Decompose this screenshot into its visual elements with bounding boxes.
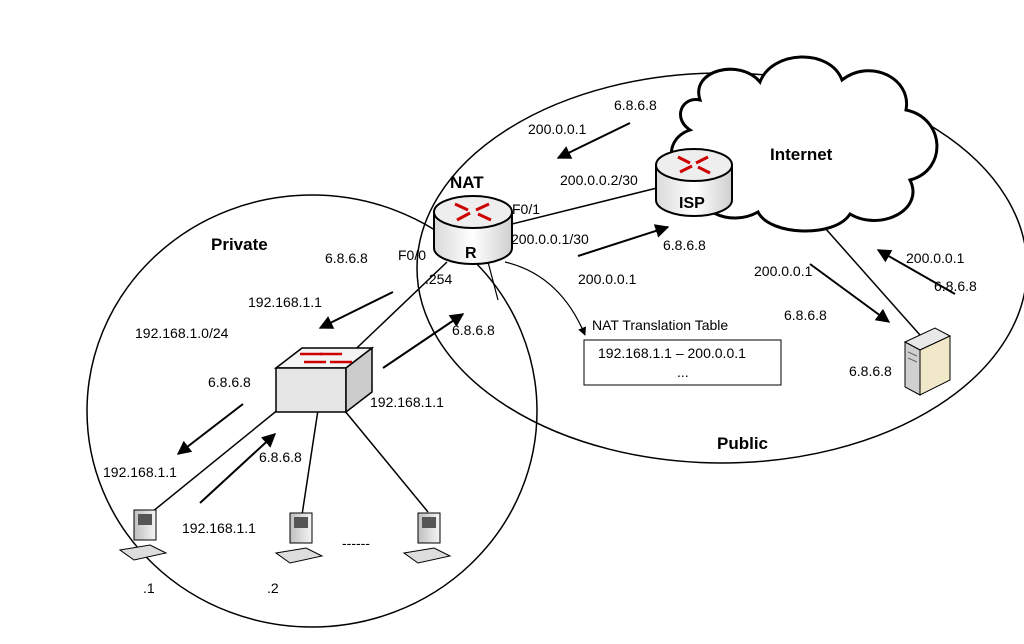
isp-label: ISP	[679, 195, 705, 212]
nat-table-title: NAT Translation Table	[592, 317, 728, 333]
pc-2[interactable]	[274, 512, 324, 564]
arrow-router-to-isp	[577, 224, 670, 257]
flow-label: 6.8.6.8	[663, 237, 706, 253]
router-private-ip: .254	[425, 271, 452, 287]
interface-f0-1: F0/1	[512, 201, 540, 217]
flow-label: 6.8.6.8	[208, 374, 251, 390]
flow-label: 200.0.0.1	[528, 121, 587, 137]
flow-label: 200.0.0.1	[906, 250, 965, 266]
nat-table-row-2: ...	[677, 364, 689, 380]
flow-label: 192.168.1.1	[103, 464, 177, 480]
flow-label: 6.8.6.8	[259, 449, 302, 465]
switch[interactable]	[273, 346, 375, 414]
flow-label: 6.8.6.8	[934, 278, 977, 294]
link-switch-pc3	[339, 404, 429, 513]
private-subnet: 192.168.1.0/24	[135, 325, 229, 341]
flow-label: 200.0.0.1	[754, 263, 813, 279]
flow-label: 192.168.1.1	[248, 294, 322, 310]
private-zone-circle	[86, 194, 538, 628]
private-zone-label: Private	[211, 235, 268, 254]
pc-ellipsis: ------	[342, 535, 370, 551]
router-public-ip: 200.0.0.1/30	[511, 231, 589, 247]
link-switch-pc2	[301, 409, 319, 516]
link-internet-server	[824, 227, 921, 336]
server-ip-label: 6.8.6.8	[849, 363, 892, 379]
flow-label: 200.0.0.1	[578, 271, 637, 287]
public-zone-label: Public	[717, 434, 768, 453]
nat-table-pointer	[504, 261, 586, 336]
server[interactable]	[903, 327, 952, 396]
arrow-switch-to-router	[382, 313, 465, 369]
flow-label: 6.8.6.8	[614, 97, 657, 113]
arrow-isp-to-router	[556, 122, 631, 159]
pc-1[interactable]	[118, 509, 168, 561]
pc-3[interactable]	[402, 512, 452, 564]
internet-label: Internet	[770, 145, 833, 164]
pc1-host-id: .1	[143, 580, 155, 596]
arrow-isp-to-server	[809, 263, 891, 323]
switch-arrows-icon	[300, 352, 352, 364]
nat-router[interactable]: R	[433, 195, 513, 265]
link-router-isp	[499, 185, 666, 228]
arrow-server-to-isp	[876, 249, 956, 295]
router-letter: R	[465, 245, 477, 262]
arrow-pc-to-switch	[199, 433, 277, 504]
flow-label: 6.8.6.8	[452, 322, 495, 338]
arrow-router-to-switch	[318, 291, 394, 329]
isp-router-arrows-icon	[677, 155, 711, 175]
interface-f0-0: F0/0	[398, 247, 426, 263]
nat-label: NAT	[450, 173, 484, 192]
arrow-switch-to-pc	[176, 403, 244, 455]
nat-router-arrows-icon	[454, 202, 492, 222]
flow-label: 6.8.6.8	[784, 307, 827, 323]
isp-router[interactable]: ISP	[655, 148, 733, 217]
isp-ip: 200.0.0.2/30	[560, 172, 638, 188]
flow-label: 192.168.1.1	[182, 520, 256, 536]
nat-table-box	[583, 339, 782, 386]
link-router-public-edge	[487, 261, 499, 301]
flow-label: 192.168.1.1	[370, 394, 444, 410]
nat-table-row-1: 192.168.1.1 – 200.0.0.1	[598, 345, 746, 361]
flow-label: 6.8.6.8	[325, 250, 368, 266]
pc2-host-id: .2	[267, 580, 279, 596]
link-switch-pc1	[151, 399, 291, 513]
